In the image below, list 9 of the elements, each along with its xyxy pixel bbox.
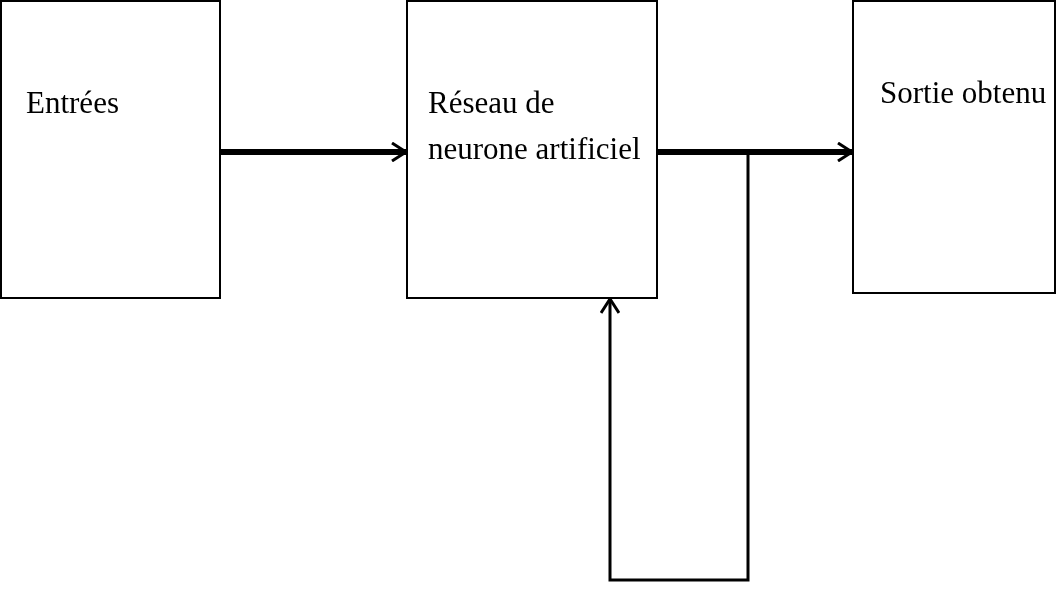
process-box <box>406 0 658 299</box>
arrow <box>658 141 854 163</box>
box-label: Réseau de neurone artificiel <box>428 84 642 168</box>
process-box <box>852 0 1056 294</box>
arrow <box>221 141 408 163</box>
feedback-arrow <box>599 150 750 582</box>
box-label: Sortie obtenu <box>880 74 1048 112</box>
process-box <box>0 0 221 299</box>
box-label: Entrées <box>26 84 120 122</box>
